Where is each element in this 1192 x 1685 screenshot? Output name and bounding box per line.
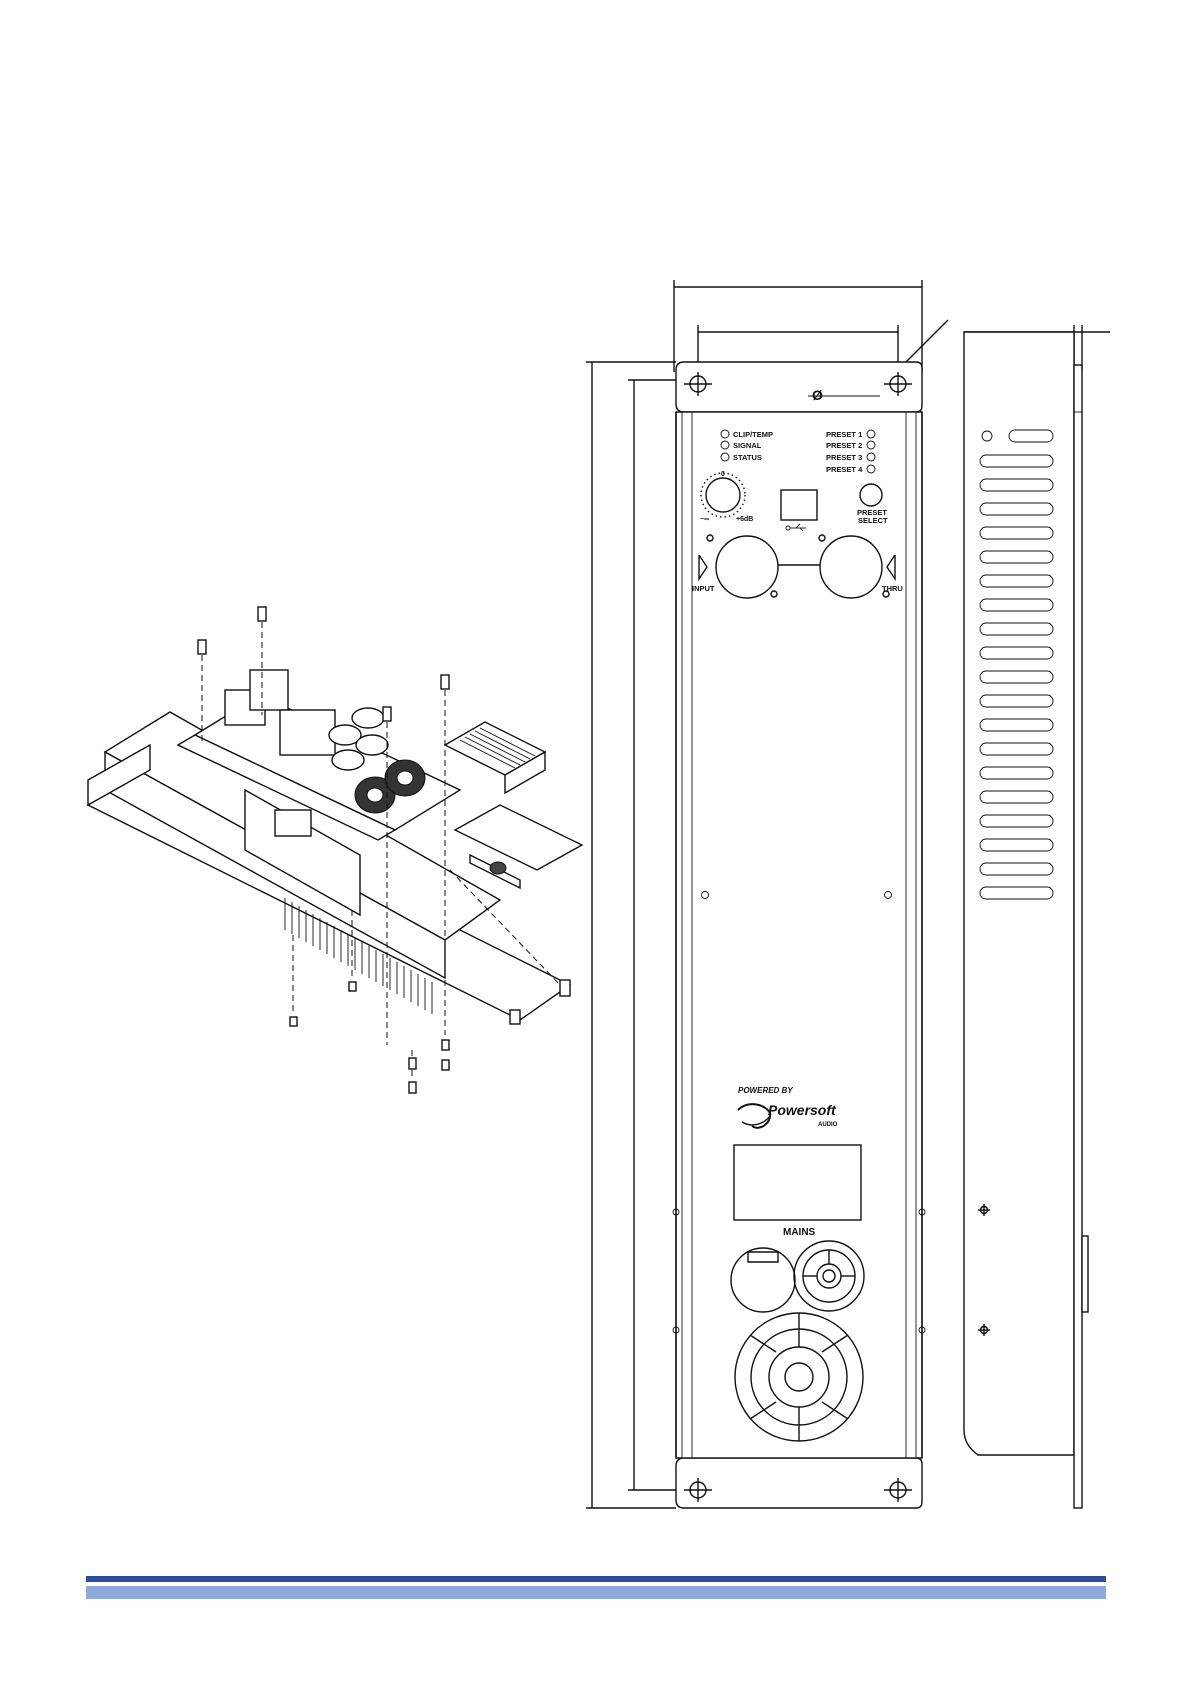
led-label-clip-temp: CLIP/TEMP [733,430,773,439]
mains-label: MAINS [783,1227,816,1238]
powered-by-label: POWERED BY [738,1086,793,1095]
led-label-preset-1: PRESET 1 [826,430,862,439]
preset-select-label-2: SELECT [858,516,888,525]
footer-bar-light [86,1586,1106,1599]
gain-knob-max: +6dB [736,516,753,523]
input-label: INPUT [692,584,715,593]
led-label-preset-4: PRESET 4 [826,465,863,474]
led-label-signal: SIGNAL [733,441,762,450]
led-label-preset-2: PRESET 2 [826,441,862,450]
footer-bar-dark [86,1576,1106,1582]
gain-knob-min: −∞ [700,516,709,523]
brand-subtitle: AUDIO [818,1122,838,1128]
led-label-status: STATUS [733,453,762,462]
led-label-preset-3: PRESET 3 [826,453,862,462]
diameter-symbol: Ø [812,387,823,403]
front-panel-drawing: Ø CLIP/TEMP SIGNAL STATUS PRESET 1 PRESE… [586,280,948,1508]
side-view-drawing [964,325,1110,1508]
brand-name: Powersoft [768,1102,837,1118]
gain-knob-zero: 0 [721,471,725,478]
thru-label: THRU [882,584,903,593]
exploded-assembly-view [88,607,582,1093]
